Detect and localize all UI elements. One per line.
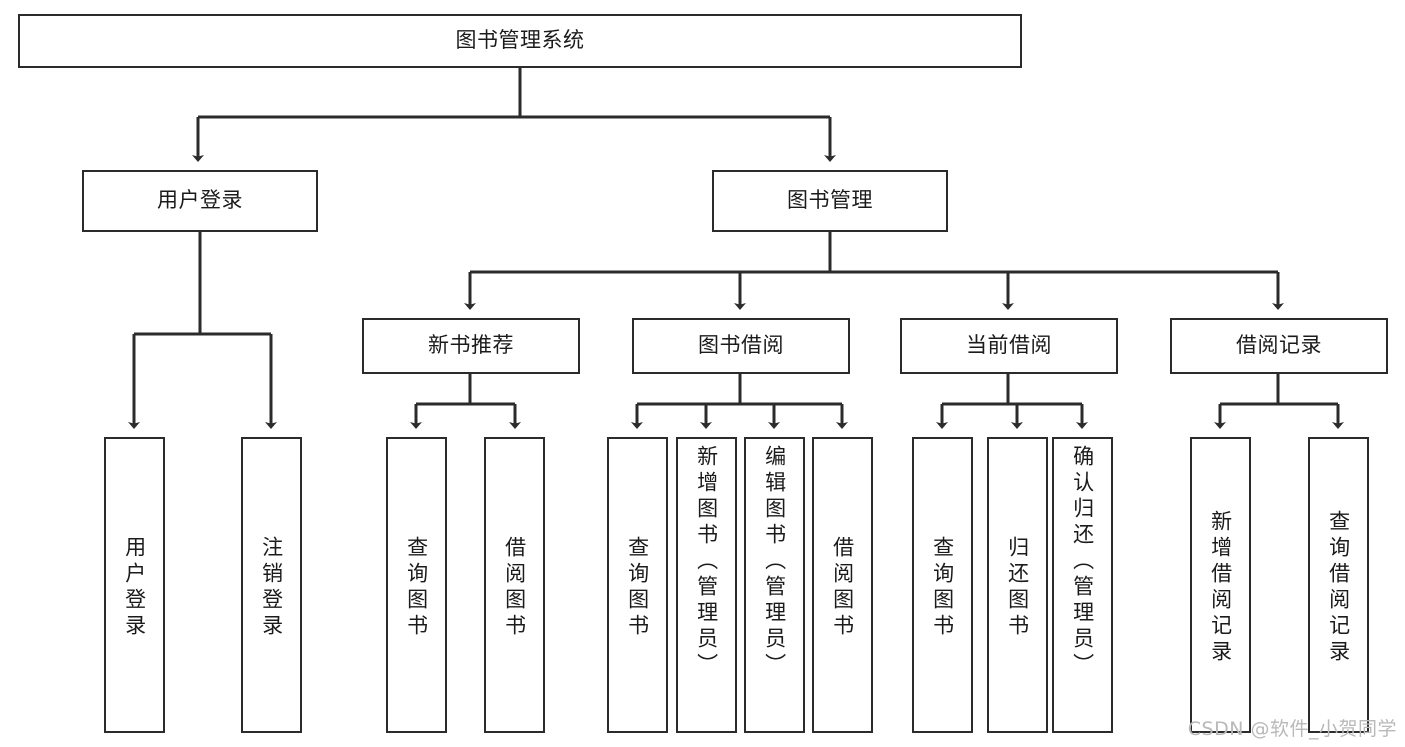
node-label: 查询图书: [930, 536, 955, 640]
node-new-book-rec[interactable]: 新书推荐: [362, 318, 580, 374]
node-label: 借阅记录: [1236, 333, 1322, 358]
node-current-borrow[interactable]: 当前借阅: [900, 318, 1118, 374]
node-user-login[interactable]: 用户登录: [82, 170, 318, 232]
node-label: 用户登录: [157, 188, 243, 213]
node-label: 新增图书（管理员）: [694, 445, 719, 679]
node-label: 查询借阅记录: [1326, 510, 1351, 666]
node-leaf-confirm-return[interactable]: 确认归还（管理员）: [1052, 437, 1113, 733]
node-label: 注销登录: [259, 536, 284, 640]
node-leaf-user-login[interactable]: 用户登录: [104, 437, 165, 733]
node-leaf-add-book[interactable]: 新增图书（管理员）: [676, 437, 737, 733]
node-book-manage[interactable]: 图书管理: [712, 170, 948, 232]
node-book-borrow[interactable]: 图书借阅: [632, 318, 850, 374]
node-leaf-borrow-book[interactable]: 借阅图书: [812, 437, 873, 733]
node-label: 确认归还（管理员）: [1070, 445, 1095, 679]
node-label: 图书管理: [787, 188, 873, 213]
node-label: 新增借阅记录: [1208, 510, 1233, 666]
node-label: 查询图书: [625, 536, 650, 640]
node-label: 当前借阅: [966, 333, 1052, 358]
node-leaf-query-record[interactable]: 查询借阅记录: [1308, 437, 1369, 733]
node-root[interactable]: 图书管理系统: [18, 14, 1022, 68]
node-leaf-query-book-borrow[interactable]: 查询图书: [607, 437, 668, 733]
node-leaf-query-book-rec[interactable]: 查询图书: [386, 437, 447, 733]
node-label: 编辑图书（管理员）: [762, 445, 787, 679]
node-leaf-borrow-book-rec[interactable]: 借阅图书: [484, 437, 545, 733]
node-label: 归还图书: [1005, 536, 1030, 640]
node-label: 查询图书: [404, 536, 429, 640]
node-label: 借阅图书: [502, 536, 527, 640]
node-leaf-query-book-cur[interactable]: 查询图书: [912, 437, 973, 733]
node-leaf-add-record[interactable]: 新增借阅记录: [1190, 437, 1251, 733]
node-label: 用户登录: [122, 536, 147, 640]
node-label: 新书推荐: [428, 333, 514, 358]
node-label: 图书管理系统: [455, 28, 585, 53]
node-label: 借阅图书: [830, 536, 855, 640]
node-leaf-return-book[interactable]: 归还图书: [987, 437, 1048, 733]
node-leaf-edit-book[interactable]: 编辑图书（管理员）: [744, 437, 805, 733]
node-leaf-logout[interactable]: 注销登录: [241, 437, 302, 733]
node-borrow-record[interactable]: 借阅记录: [1170, 318, 1388, 374]
node-label: 图书借阅: [698, 333, 784, 358]
